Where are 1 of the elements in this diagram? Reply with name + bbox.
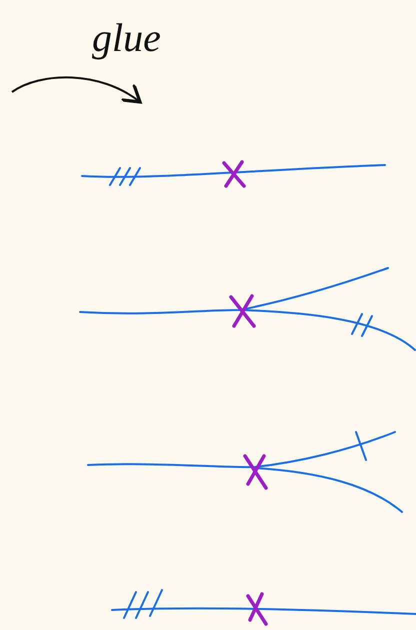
- handwritten-label: glue: [92, 18, 161, 58]
